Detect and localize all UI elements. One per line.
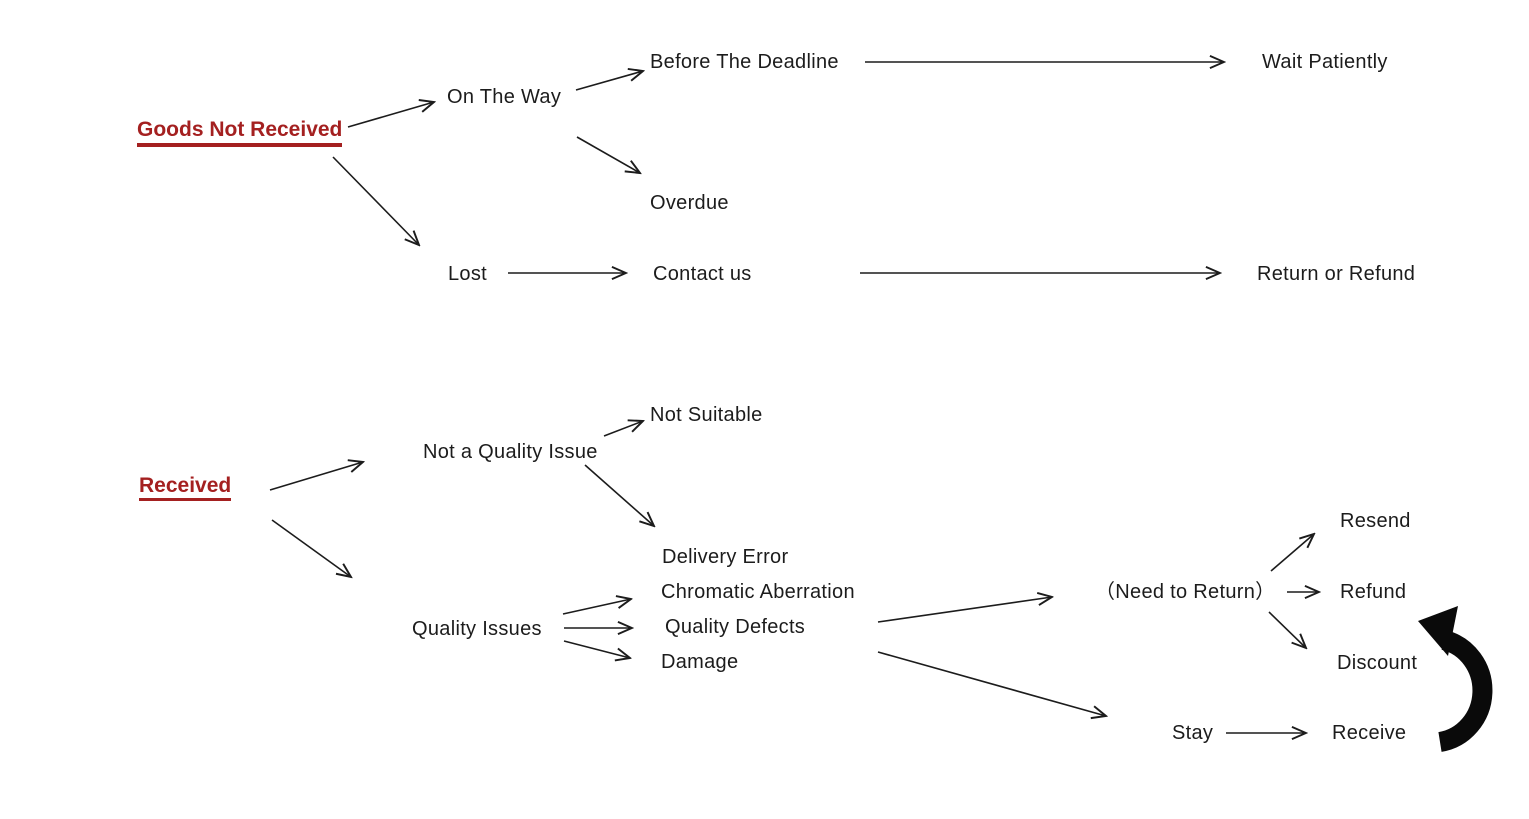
node-not-suitable: Not Suitable bbox=[650, 404, 763, 426]
arrow-quality-defects-to-need-to-return bbox=[877, 597, 1052, 623]
node-quality-defects: Quality Defects bbox=[665, 616, 806, 638]
node-delivery-error: Delivery Error bbox=[662, 546, 789, 568]
node-goods-not-received: Goods Not Received bbox=[137, 119, 343, 147]
node-refund: Refund bbox=[1340, 581, 1407, 603]
node-lost: Lost bbox=[448, 263, 488, 285]
arrow-need-to-return-to-discount bbox=[1268, 611, 1306, 648]
arrow-quality-issues-to-chromatic-aberration bbox=[562, 599, 631, 615]
arrow-on-the-way-to-overdue bbox=[576, 136, 640, 173]
node-need-to-return: （Need to Return） bbox=[1095, 581, 1276, 603]
arrow-goods-not-received-to-on-the-way bbox=[347, 102, 434, 128]
node-wait-patiently: Wait Patiently bbox=[1262, 51, 1388, 73]
node-chromatic-aberration: Chromatic Aberration bbox=[661, 581, 855, 603]
node-quality-issues: Quality Issues bbox=[412, 618, 542, 640]
node-before-the-deadline: Before The Deadline bbox=[650, 51, 839, 73]
node-damage: Damage bbox=[661, 651, 739, 673]
arrow-quality-issues-to-damage bbox=[563, 640, 630, 658]
arrow-need-to-return-to-resend bbox=[1270, 534, 1314, 572]
node-not-a-quality-issue: Not a Quality Issue bbox=[423, 441, 598, 463]
arrow-on-the-way-to-before-the-deadline bbox=[575, 71, 643, 91]
node-received: Received bbox=[139, 475, 232, 501]
arrow-not-a-quality-issue-to-not-suitable bbox=[603, 421, 643, 437]
arrow-goods-not-received-to-lost bbox=[332, 156, 419, 245]
node-receive: Receive bbox=[1332, 722, 1407, 744]
node-stay: Stay bbox=[1172, 722, 1214, 744]
arrow-quality-defects-to-stay bbox=[877, 651, 1106, 716]
node-return-or-refund: Return or Refund bbox=[1257, 263, 1416, 285]
return-loop-arrow-icon bbox=[1418, 606, 1493, 752]
arrow-received-to-not-a-quality-issue bbox=[269, 462, 363, 491]
node-contact-us: Contact us bbox=[653, 263, 752, 285]
node-discount: Discount bbox=[1337, 652, 1418, 674]
node-resend: Resend bbox=[1340, 510, 1411, 532]
arrow-not-a-quality-issue-to-delivery-error bbox=[584, 464, 654, 526]
node-overdue: Overdue bbox=[650, 192, 729, 214]
node-on-the-way: On The Way bbox=[447, 86, 562, 108]
arrow-received-to-quality-issues bbox=[271, 519, 351, 577]
